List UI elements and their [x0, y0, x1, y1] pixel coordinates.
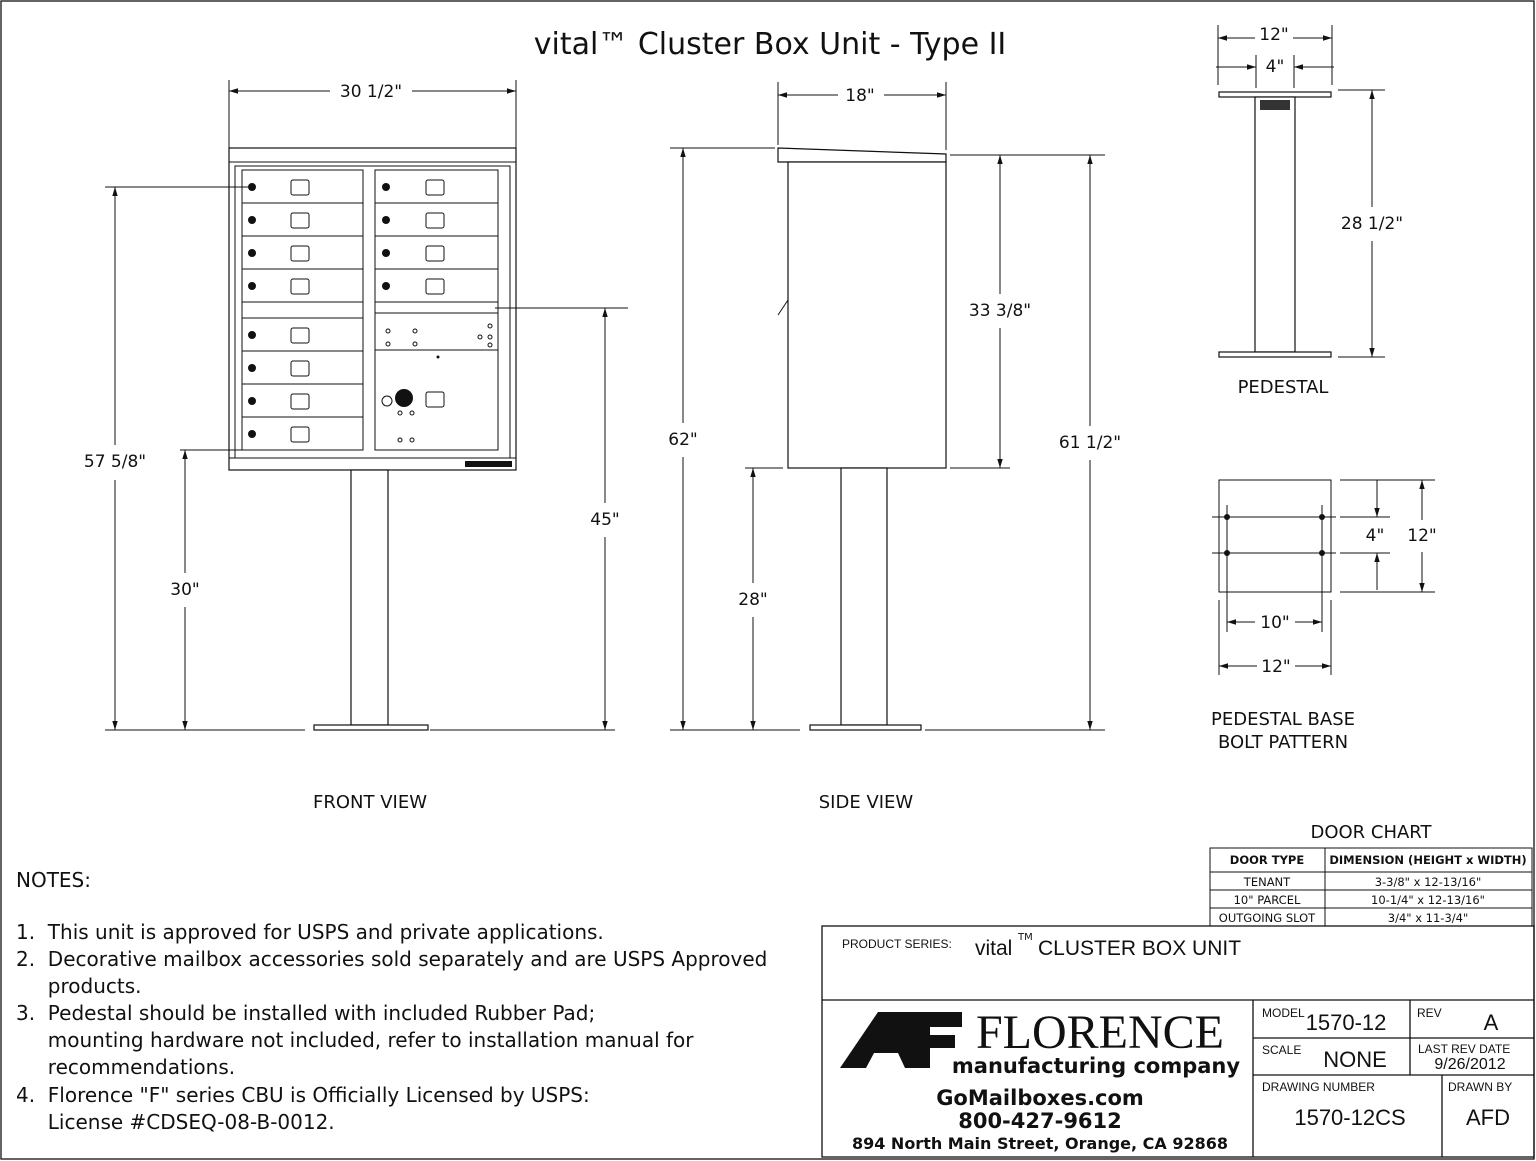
door-chart-cell: 3-3/8" x 12-13/16" — [1375, 875, 1482, 889]
door-chart-title: DOOR CHART — [1310, 822, 1432, 843]
pedestal-base — [313, 724, 429, 731]
product-series-label: PRODUCT SERIES: — [842, 937, 952, 951]
note-line: 4. Florence "F" series CBU is Officially… — [16, 1083, 590, 1107]
dim-overall-height: 62" — [668, 430, 697, 450]
last-rev-label: LAST REV DATE — [1418, 1042, 1510, 1056]
pedestal-view: 12" 4" 28 1/2" PEDESTAL — [1216, 25, 1403, 398]
florence-logo: FLORENCE manufacturing company — [840, 1006, 1240, 1078]
dim-column-width: 4" — [1266, 57, 1285, 77]
note-line: License #CDSEQ-08-B-0012. — [16, 1110, 335, 1134]
note-line: recommendations. — [16, 1055, 235, 1079]
dim-pedestal-exposed: 28" — [738, 590, 767, 610]
note-line: 2. Decorative mailbox accessories sold s… — [16, 947, 767, 971]
product-series-name: vital — [975, 937, 1012, 960]
notes: NOTES: 1. This unit is approved for USPS… — [16, 868, 767, 1134]
dim-top-lock: 57 5/8" — [84, 452, 146, 472]
pedestal-column — [840, 467, 888, 726]
model-value: 1570-12 — [1306, 1010, 1387, 1035]
cbu-side-body — [787, 161, 947, 469]
logo-sub: manufacturing company — [952, 1054, 1240, 1078]
note-line: products. — [16, 974, 142, 998]
bolt-pattern-view: 4" 12" 10" 12" PEDESTAL BASE BOLT PATTER… — [1211, 479, 1437, 753]
door-chart-cell: OUTGOING SLOT — [1219, 911, 1316, 925]
dim-outgoing: 45" — [590, 510, 619, 530]
note-line: 1. This unit is approved for USPS and pr… — [16, 920, 604, 944]
bolt-pattern-label-1: PEDESTAL BASE — [1211, 709, 1355, 730]
dim-depth: 18" — [845, 86, 874, 106]
drawing-number-label: DRAWING NUMBER — [1262, 1080, 1375, 1094]
door-chart-header: DIMENSION (HEIGHT x WIDTH) — [1329, 853, 1526, 867]
drawn-by-label: DRAWN BY — [1448, 1080, 1512, 1094]
front-view-label: FRONT VIEW — [313, 792, 427, 813]
door-chart-cell: TENANT — [1243, 875, 1291, 889]
rev-label: REV — [1417, 1006, 1442, 1020]
dim-bottom-lock: 30" — [170, 580, 199, 600]
pedestal-base — [809, 724, 922, 731]
dim-plate-h: 12" — [1261, 657, 1290, 677]
bolt-pattern-label-2: BOLT PATTERN — [1218, 732, 1348, 753]
website: GoMailboxes.com — [936, 1086, 1144, 1110]
cbu-front-body — [228, 147, 517, 471]
door-chart-cell: 10" PARCEL — [1234, 893, 1301, 907]
tenant-door — [241, 416, 364, 451]
last-rev-value: 9/26/2012 — [1434, 1056, 1505, 1073]
dim-box-height: 33 3/8" — [969, 301, 1031, 321]
note-line: 3. Pedestal should be installed with inc… — [16, 1001, 595, 1025]
rev-value: A — [1484, 1010, 1499, 1035]
title-block: PRODUCT SERIES: vital TM CLUSTER BOX UNI… — [821, 925, 1535, 1158]
address: 894 North Main Street, Orange, CA 92868 — [852, 1134, 1228, 1153]
logo-florence: FLORENCE — [976, 1006, 1224, 1059]
dim-bolt-h: 10" — [1260, 613, 1289, 633]
dim-width: 30 1/2" — [340, 82, 402, 102]
door-chart-header: DOOR TYPE — [1230, 853, 1305, 867]
drawn-by-value: AFD — [1466, 1105, 1510, 1130]
dim-pedestal-height: 28 1/2" — [1341, 214, 1403, 234]
dim-bolt-v: 4" — [1366, 526, 1385, 546]
front-view: 30 1/2" 57 5/8" 30" 45" FRONT VIEW — [84, 80, 628, 813]
door-chart-cell: 3/4" x 11-3/4" — [1388, 911, 1469, 925]
door-chart-cell: 10-1/4" x 12-13/16" — [1371, 893, 1485, 907]
side-view-label: SIDE VIEW — [819, 792, 914, 813]
scale-label: SCALE — [1262, 1043, 1301, 1057]
drawing-title: vital™ Cluster Box Unit - Type II — [534, 27, 1007, 62]
dim-plate-v: 12" — [1407, 526, 1436, 546]
pedestal-label: PEDESTAL — [1238, 377, 1329, 398]
dim-plate-width: 12" — [1259, 25, 1288, 45]
phone: 800-427-9612 — [958, 1109, 1122, 1133]
dim-back-height: 61 1/2" — [1059, 433, 1121, 453]
model-label: MODEL — [1262, 1006, 1305, 1020]
door-chart: DOOR CHART DOOR TYPE DIMENSION (HEIGHT x… — [1209, 822, 1533, 927]
notes-heading: NOTES: — [16, 868, 91, 892]
parcel-door — [374, 349, 499, 451]
scale-value: NONE — [1323, 1047, 1387, 1072]
drawing-number-value: 1570-12CS — [1294, 1105, 1405, 1130]
pedestal-column — [350, 469, 389, 726]
product-series-rest: CLUSTER BOX UNIT — [1038, 937, 1241, 960]
product-series-tm: TM — [1017, 932, 1033, 943]
note-line: mounting hardware not included, refer to… — [16, 1028, 694, 1052]
side-view: 18" 62" 28" 33 3/8" 61 1/2" SIDE VIEW — [668, 82, 1121, 813]
